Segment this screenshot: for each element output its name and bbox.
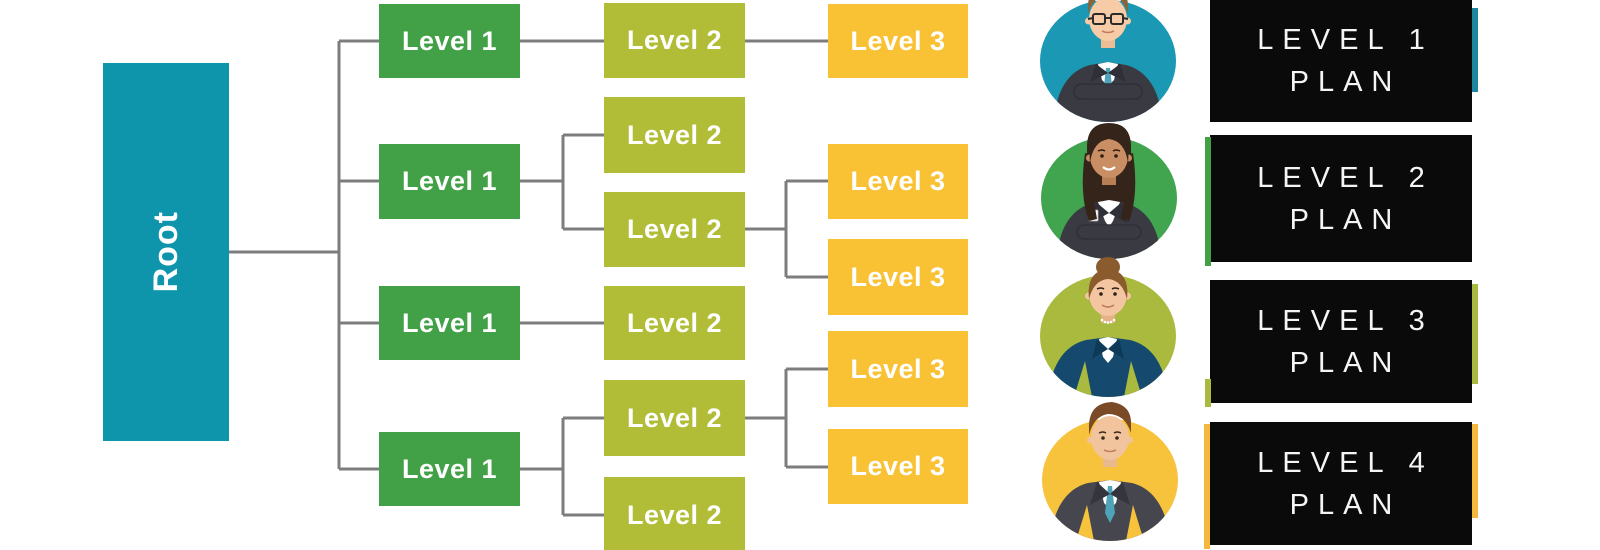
plan2-title-line2: PLAN (1289, 203, 1402, 236)
node-level2-d: Level 2 (604, 286, 745, 360)
node-level3-c: Level 3 (828, 239, 968, 315)
node-root-label: Root (146, 211, 185, 293)
plan1-title-line1: LEVEL 1 (1257, 24, 1434, 56)
plan-accent-yellow-right (1472, 424, 1478, 518)
node-level2-e: Level 2 (604, 380, 745, 456)
node-level1-d: Level 1 (379, 432, 520, 506)
man-hands-on-hips-avatar-icon (1042, 402, 1178, 541)
plan-accent-olive-corner (1205, 379, 1211, 407)
node-level2-f: Level 2 (604, 477, 745, 550)
plan-accent-teal (1472, 8, 1478, 92)
woman-long-hair-crossed-arms-avatar-icon (1041, 123, 1177, 259)
plan-card-level-2: LEVEL 2 PLAN (1205, 135, 1472, 266)
node-level3-d: Level 3 (828, 331, 968, 407)
node-level1-b: Level 1 (379, 144, 520, 219)
plan3-title-line2: PLAN (1289, 346, 1402, 379)
tree-connector-path (229, 39, 828, 517)
node-level2-a: Level 2 (604, 3, 745, 78)
plan-accent-green (1205, 137, 1211, 266)
plan-card-level-4: LEVEL 4 PLAN (1204, 422, 1478, 549)
node-level1-c: Level 1 (379, 286, 520, 360)
node-level2-c: Level 2 (604, 192, 745, 267)
plan4-title-line2: PLAN (1289, 488, 1402, 521)
plan-card-level-3: LEVEL 3 PLAN (1205, 280, 1478, 407)
man-glasses-crossed-arms-avatar-icon (1040, 0, 1176, 122)
plan-accent-yellow-left (1204, 424, 1210, 549)
woman-updo-hands-on-hips-avatar-icon (1040, 257, 1176, 397)
plan-accent-olive (1472, 284, 1478, 384)
plan4-title-line1: LEVEL 4 (1257, 446, 1434, 479)
node-level3-b: Level 3 (828, 144, 968, 219)
node-level1-a: Level 1 (379, 4, 520, 78)
node-level3-a: Level 3 (828, 4, 968, 78)
node-level2-b: Level 2 (604, 97, 745, 173)
plan2-title-line1: LEVEL 2 (1257, 161, 1434, 194)
plan1-title-line2: PLAN (1289, 66, 1402, 98)
plan-card-level-1: LEVEL 1 PLAN (1210, 0, 1478, 122)
node-root: Root (103, 63, 229, 441)
plan3-title-line1: LEVEL 3 (1257, 304, 1434, 337)
node-level3-e: Level 3 (828, 429, 968, 504)
